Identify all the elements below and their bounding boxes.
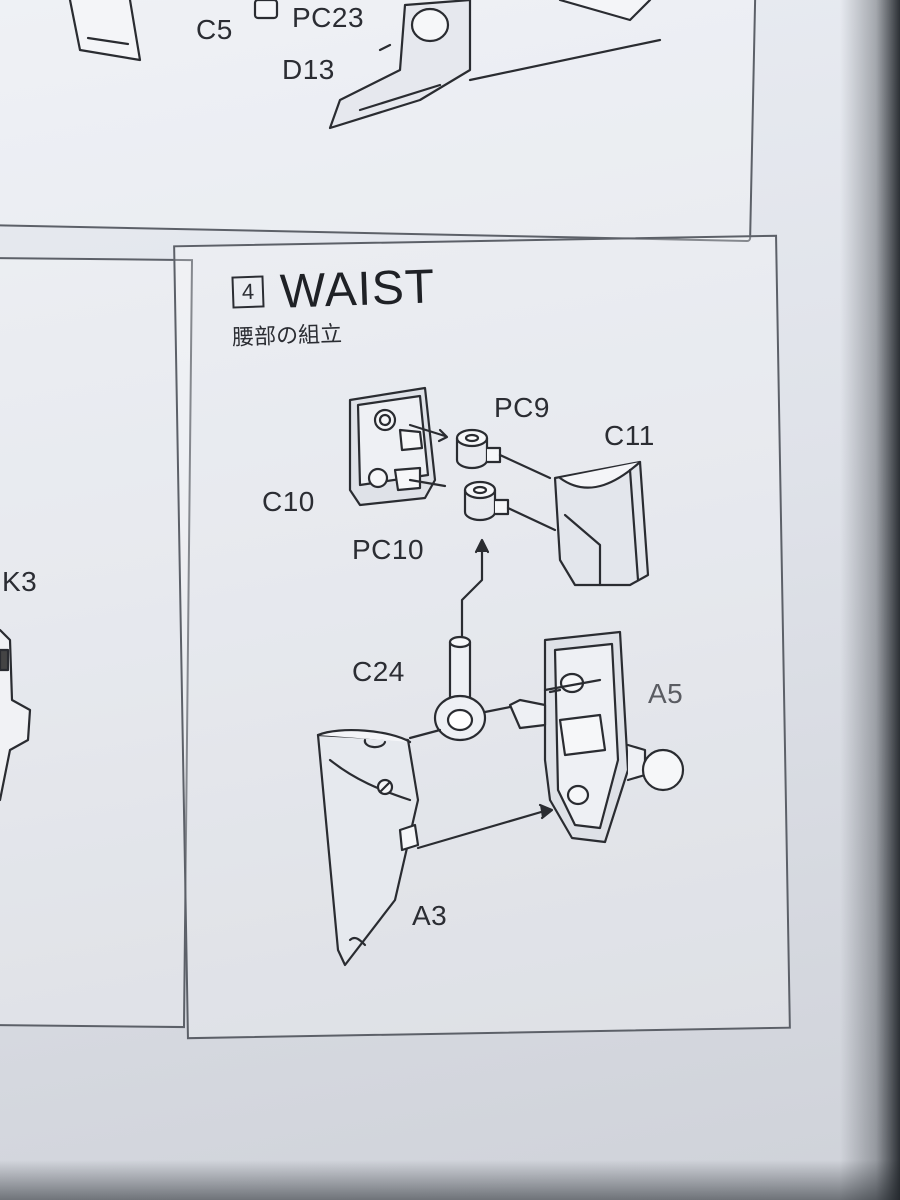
part-c24-drawing bbox=[408, 635, 522, 742]
label-pc9: PC9 bbox=[494, 392, 550, 423]
step-subtitle: 腰部の組立 bbox=[231, 321, 343, 350]
label-c11: C11 bbox=[604, 420, 655, 451]
label-a3: A3 bbox=[412, 900, 448, 931]
part-c11-drawing bbox=[553, 460, 650, 587]
part-c10-drawing bbox=[348, 386, 449, 507]
top-part-a-drawing bbox=[68, 0, 142, 62]
label-c10: C10 bbox=[262, 486, 315, 517]
label-c5: C5 bbox=[196, 14, 233, 45]
step-title: WAIST bbox=[279, 260, 437, 319]
left-part-drawing bbox=[0, 628, 32, 802]
bottom-edge-shadow bbox=[0, 1160, 900, 1200]
label-a5: A5 bbox=[648, 678, 684, 709]
label-pc23: PC23 bbox=[292, 2, 365, 33]
label-k3: K3 bbox=[2, 566, 38, 597]
label-d13: D13 bbox=[282, 54, 335, 85]
part-pc9-drawing bbox=[455, 428, 552, 480]
page-edge-shadow bbox=[840, 0, 900, 1200]
assembly-arrow-up bbox=[460, 538, 490, 642]
step-number-box: 4 bbox=[231, 275, 265, 309]
part-a5-drawing bbox=[508, 630, 685, 844]
label-pc10: PC10 bbox=[352, 534, 425, 565]
part-a3-drawing bbox=[316, 729, 554, 967]
top-part-d13-drawing bbox=[328, 0, 662, 130]
label-c24: C24 bbox=[352, 656, 405, 687]
top-part-c5-drawing bbox=[253, 0, 279, 20]
part-pc10-drawing bbox=[463, 480, 557, 532]
